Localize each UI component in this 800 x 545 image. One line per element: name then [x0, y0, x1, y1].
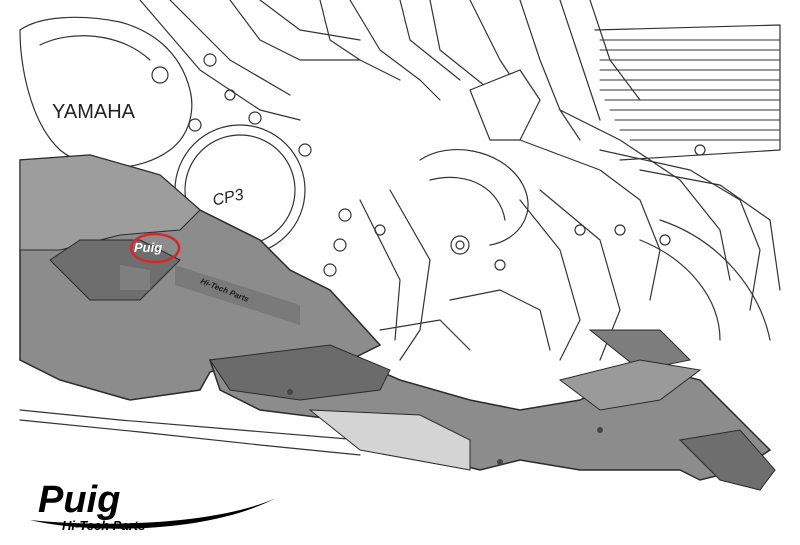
logo-swoosh: [30, 498, 276, 529]
case-label: YAMAHA: [52, 101, 136, 123]
product-sticker: Puig: [129, 232, 181, 264]
logo-wordmark: Puig: [38, 479, 120, 521]
sticker-text: Puig: [134, 240, 162, 255]
logo-tagline: Hi-Tech Parts: [62, 518, 145, 533]
belly-pan: [19, 154, 776, 491]
cover-label: CP3: [211, 186, 245, 209]
puig-logo: Puig Hi-Tech Parts: [30, 479, 276, 533]
